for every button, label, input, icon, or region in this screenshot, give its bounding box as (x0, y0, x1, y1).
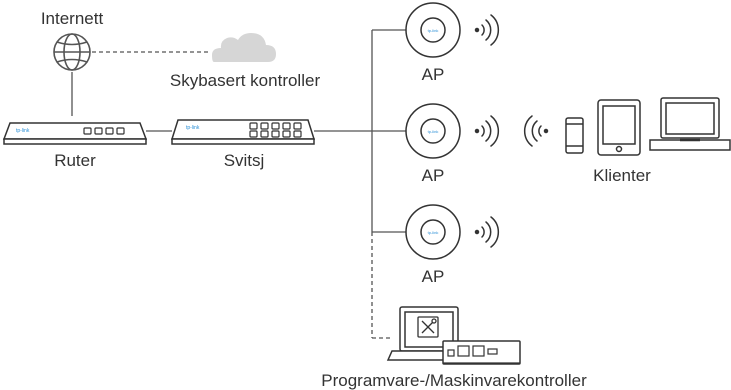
router-brand: tp-link (16, 128, 30, 134)
ap2-label: AP (422, 166, 445, 185)
laptop-icon (649, 97, 731, 151)
controller-icon (386, 306, 521, 365)
wifi-waves-icon (474, 216, 500, 248)
phone-icon (565, 117, 584, 154)
router-label: Ruter (54, 151, 96, 170)
clients-label: Klienter (593, 166, 651, 185)
switch-label: Svitsj (224, 151, 265, 170)
access-point-icon (405, 204, 461, 260)
switch-icon: tp-link (170, 119, 316, 145)
ap1-brand: tp-link (428, 28, 439, 33)
router-icon: tp-link (2, 122, 148, 145)
access-point-icon (405, 2, 461, 58)
wifi-waves-icon (474, 115, 500, 147)
tablet-icon (597, 99, 641, 156)
cloud-icon (212, 33, 276, 62)
wifi-waves-icon (474, 14, 500, 46)
ap1-label: AP (422, 65, 445, 84)
ap3-label: AP (422, 267, 445, 286)
globe-icon (53, 33, 91, 71)
cloud-controller-label: Skybasert kontroller (170, 71, 321, 90)
ap3-brand: tp-link (428, 230, 439, 235)
internet-label: Internett (41, 9, 104, 28)
tools-icon (417, 316, 439, 338)
ap2-brand: tp-link (428, 129, 439, 134)
connection-lines (71, 29, 406, 339)
wifi-waves-icon (523, 115, 549, 147)
switch-brand: tp-link (186, 125, 200, 131)
controller-label: Programvare-/Maskinvarekontroller (321, 371, 587, 390)
access-point-icon (405, 103, 461, 159)
